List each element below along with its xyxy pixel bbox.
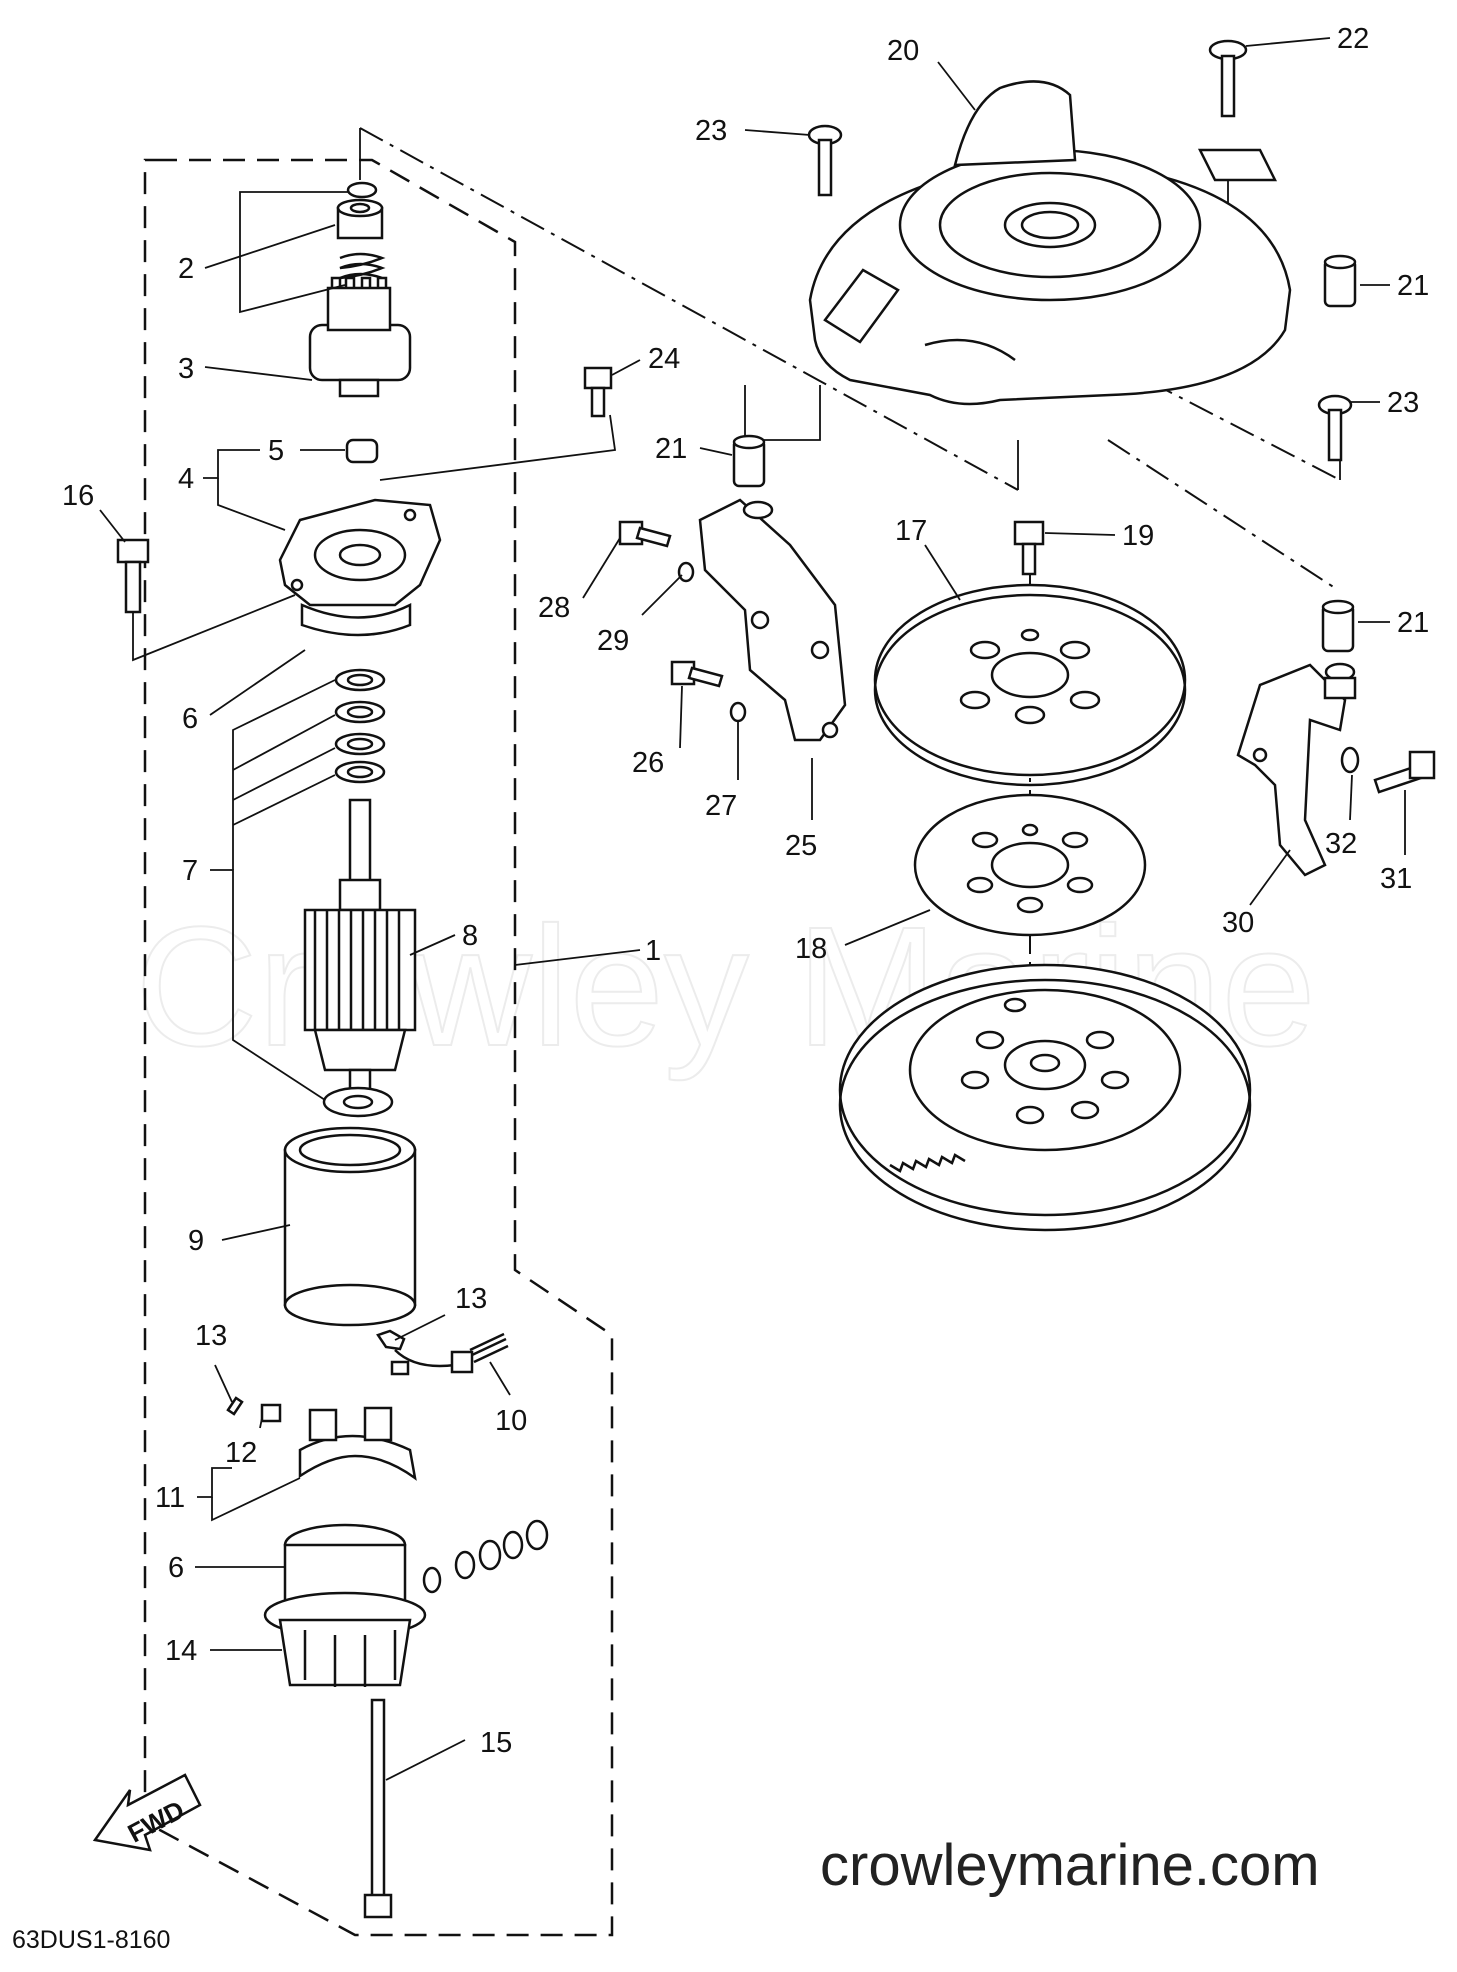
screw-23-top <box>807 124 843 197</box>
fwd-arrow-icon: FWD <box>92 1773 202 1852</box>
callout-6-lower: 6 <box>168 1552 184 1584</box>
leader-lines <box>99 37 1406 1781</box>
callout-14: 14 <box>165 1635 197 1667</box>
callout-3: 3 <box>178 353 194 385</box>
callout-19: 19 <box>1122 520 1154 552</box>
callout-24: 24 <box>648 343 680 375</box>
flywheel <box>838 963 1252 1232</box>
through-bolt <box>363 1698 393 1919</box>
callout-13-right: 13 <box>455 1283 487 1315</box>
bolt-31 <box>1373 750 1436 794</box>
rear-housing <box>263 1523 427 1687</box>
washer-29 <box>677 561 695 583</box>
callout-27: 27 <box>705 790 737 822</box>
grommet-21-c <box>1321 599 1355 653</box>
brush-lead <box>376 1329 509 1376</box>
pinion-drive <box>308 276 412 398</box>
washer-27 <box>729 701 747 723</box>
callout-10: 10 <box>495 1405 527 1437</box>
bracket-30 <box>1236 662 1357 877</box>
armature <box>303 798 417 1092</box>
callout-21-c: 21 <box>1397 607 1429 639</box>
callout-5: 5 <box>268 435 284 467</box>
callout-18: 18 <box>795 933 827 965</box>
callout-labels: 2 3 4 5 16 6 7 8 1 9 13 10 13 12 11 6 14… <box>62 23 1429 1759</box>
nut-washer-set <box>422 1519 549 1594</box>
pulser-plate <box>913 793 1147 937</box>
callout-17: 17 <box>895 515 927 547</box>
thrust-washer <box>322 1086 394 1118</box>
screw-22 <box>1208 39 1248 118</box>
callout-26: 26 <box>632 747 664 779</box>
callout-29: 29 <box>597 625 629 657</box>
callout-28: 28 <box>538 592 570 624</box>
drawing-code: 63DUS1-8160 <box>12 1926 170 1954</box>
callout-9: 9 <box>188 1225 204 1257</box>
bracket-25 <box>698 498 847 742</box>
starter-bracket <box>278 498 442 637</box>
callout-4: 4 <box>178 463 194 495</box>
bolt-26 <box>670 660 724 688</box>
callout-25: 25 <box>785 830 817 862</box>
bolt-28 <box>618 520 672 548</box>
screw-23-right <box>1317 394 1353 462</box>
starter-assembly-boundary <box>143 158 614 1937</box>
callout-2: 2 <box>178 253 194 285</box>
callout-23-right: 23 <box>1387 387 1419 419</box>
brush-holder <box>226 1396 417 1481</box>
washer-32 <box>1340 746 1360 774</box>
website-url: crowleymarine.com <box>820 1833 1320 1898</box>
flywheel-cover <box>808 80 1292 406</box>
bolt-19 <box>1013 520 1045 576</box>
callout-23-top: 23 <box>695 115 727 147</box>
callout-6-upper: 6 <box>182 703 198 735</box>
callout-21-a: 21 <box>1397 270 1429 302</box>
bolt-16 <box>116 538 150 614</box>
grommet-21-b <box>732 434 766 488</box>
callout-31: 31 <box>1380 863 1412 895</box>
o-ring <box>346 181 378 199</box>
callout-11: 11 <box>155 1482 185 1514</box>
bolt-24 <box>583 366 613 418</box>
callout-32: 32 <box>1325 828 1357 860</box>
collar <box>336 198 384 240</box>
yoke <box>283 1126 417 1327</box>
callout-7: 7 <box>182 855 198 887</box>
callout-15: 15 <box>480 1727 512 1759</box>
grommet-21-a <box>1323 254 1357 308</box>
callout-8: 8 <box>462 920 478 952</box>
callout-20: 20 <box>887 35 919 67</box>
spring <box>339 252 386 280</box>
bushing <box>345 438 379 464</box>
callout-21-b: 21 <box>655 433 687 465</box>
callout-13-left: 13 <box>195 1320 227 1352</box>
callout-16: 16 <box>62 480 94 512</box>
callout-22: 22 <box>1337 23 1369 55</box>
washer-stack <box>334 668 386 784</box>
callout-1: 1 <box>645 935 661 967</box>
stator-plate <box>873 583 1187 787</box>
callout-30: 30 <box>1222 907 1254 939</box>
callout-12: 12 <box>225 1437 257 1469</box>
